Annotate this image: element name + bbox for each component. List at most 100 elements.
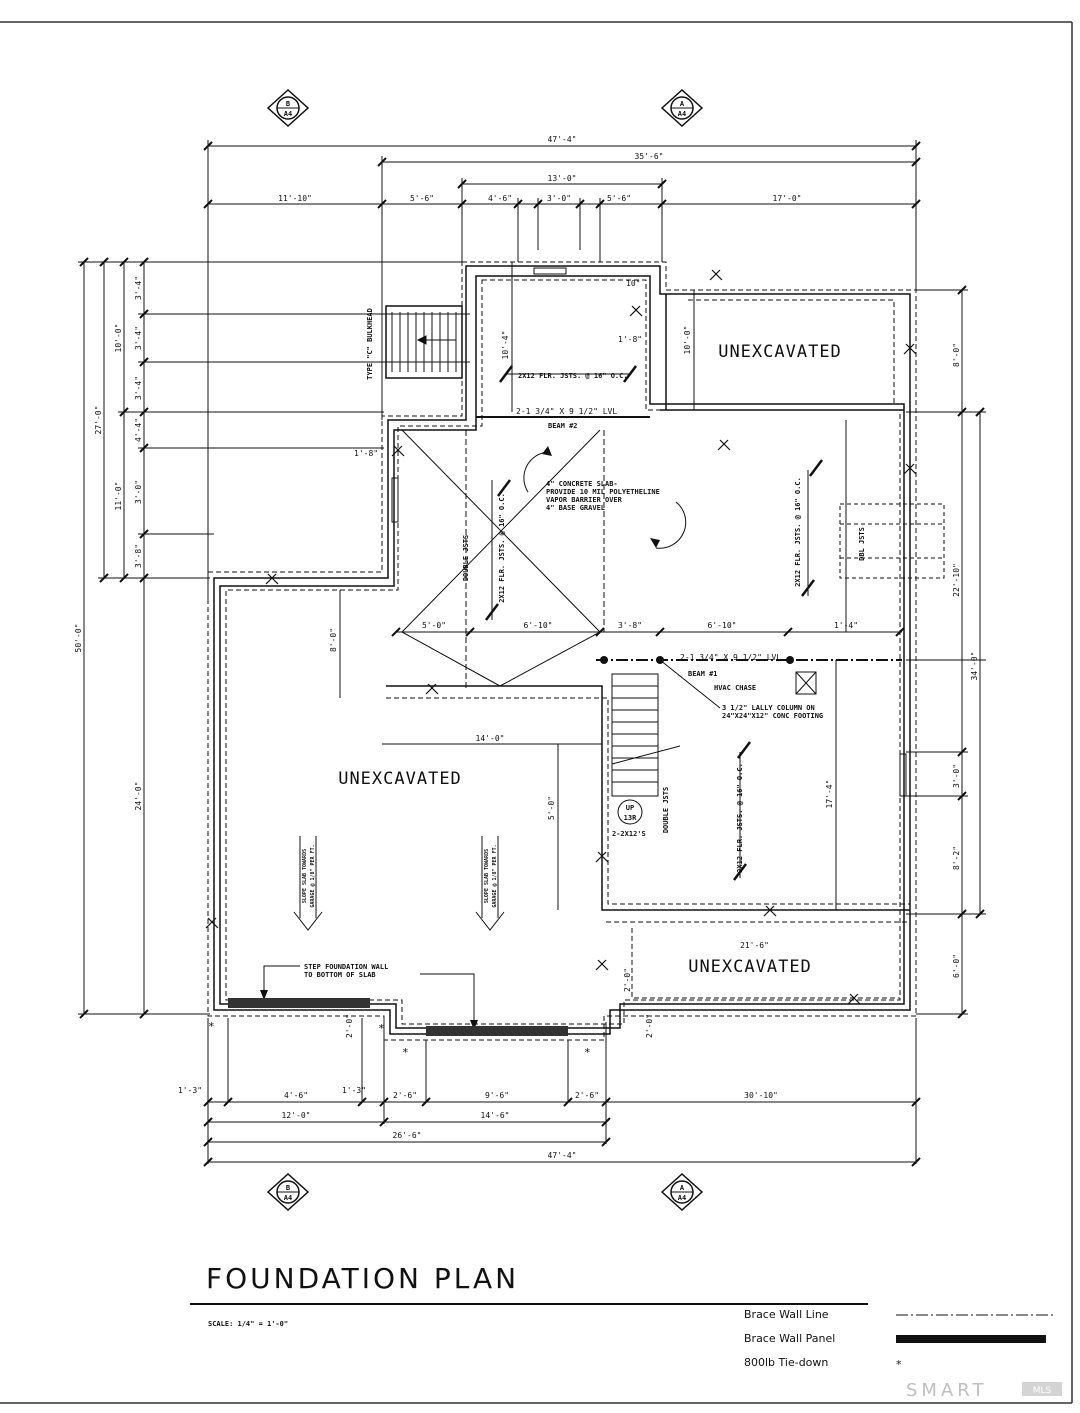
left-dimensions [78, 257, 470, 1019]
legend-brace-wall-line: Brace Wall Line [744, 1308, 829, 1321]
section-marker-bottom-a: A A4 [660, 1172, 704, 1212]
legend-tie-down: 800lb Tie-down [744, 1356, 828, 1369]
page-title: FOUNDATION PLAN [206, 1262, 519, 1295]
dim-8-0: 8'-0" [329, 628, 338, 652]
section-sheet: A4 [284, 1194, 292, 1202]
stair-count: 13R [624, 814, 637, 822]
header-label: 2-2X12'S [612, 830, 646, 838]
stair-up: UP [626, 804, 634, 812]
dim-bottom-1-3b: 1'-3" [342, 1086, 366, 1095]
svg-text:*: * [208, 1020, 215, 1033]
window-right [899, 753, 907, 797]
legend-brace-panel-sample [896, 1335, 1046, 1343]
lally-column [600, 656, 608, 664]
hvac-label: HVAC CHASE [714, 684, 756, 692]
dim-top-second: 35'-6" [635, 152, 664, 161]
section-sheet: A4 [284, 110, 292, 118]
beam2-name: BEAM #2 [548, 422, 578, 430]
section-letter: B [286, 100, 290, 108]
dim-left-27: 27'-0" [94, 406, 103, 435]
basement-stair [611, 673, 681, 825]
dim-bottom-1-3: 1'-3" [178, 1086, 202, 1095]
dim-right-3-0: 3'-0" [952, 764, 961, 788]
slope-arrows-sw [293, 836, 505, 931]
svg-text:*: * [584, 1046, 591, 1059]
dim-left-3-4a: 3'-4" [134, 276, 143, 300]
step-wall-note-2: TO BOTTOM OF SLAB [304, 971, 376, 979]
svg-text:*: * [378, 1022, 385, 1035]
dim-left-50: 50'-0" [74, 624, 83, 653]
dim-bottom-26-6: 26'-6" [393, 1131, 422, 1140]
dim-5-0: 5'-0" [547, 796, 556, 820]
legend-tie-down-symbol: * [896, 1358, 902, 1371]
dim-left-3-4b: 3'-4" [134, 326, 143, 350]
legend-brace-wall-panel: Brace Wall Panel [744, 1332, 835, 1345]
dim-10-4: 10'-4" [501, 331, 510, 360]
dim-bottom-2-6b: 2'-6" [575, 1091, 599, 1100]
area-unexcavated-sw: UNEXCAVATED [338, 769, 462, 789]
window-left [391, 477, 399, 523]
dim-top-3-0: 3'-0" [547, 194, 571, 203]
dim-bottom-overall: 47'-4" [548, 1151, 577, 1160]
foundation-walls [207, 261, 917, 1041]
dim-beam-5-0: 5'-0" [422, 621, 446, 630]
dim-right-34: 34'-0" [970, 652, 979, 681]
beam1-size: 2-1 3/4" X 9 1/2" LVL [680, 653, 781, 662]
section-marker-top-b: B A4 [266, 88, 310, 128]
double-joists-2: DOUBLE JSTS [662, 787, 670, 833]
brace-wall-panel [228, 998, 370, 1008]
bulkhead-stair [385, 305, 463, 379]
section-letter: B [286, 1184, 290, 1192]
slope-note-2b: GARAGE @ 1/8" PER FT. [492, 844, 498, 907]
dim-beam-6-10: 6'-10" [524, 621, 553, 630]
slab-x [401, 429, 605, 690]
dim-14-0: 14'-0" [476, 734, 505, 743]
section-letter: A [680, 1184, 685, 1192]
dim-right-6-0: 6'-0" [952, 954, 961, 978]
section-marker-top-a: A A4 [660, 88, 704, 128]
dim-bottom-4-6: 4'-6" [284, 1091, 308, 1100]
beam2-size: 2-1 3/4" X 9 1/2" LVL [516, 407, 617, 416]
dim-left-11: 11'-0" [114, 482, 123, 511]
lally-note-2: 24"X24"X12" CONC FOOTING [722, 712, 823, 720]
slab-note-1: 4" CONCRETE SLAB- [546, 480, 618, 488]
watermark-badge [1022, 1382, 1062, 1396]
dim-1-8b: 1'-8" [354, 449, 378, 458]
dim-top-overall: 47'-4" [548, 135, 577, 144]
dim-top-third: 13'-0" [548, 174, 577, 183]
dim-bottom-2-6a: 2'-6" [393, 1091, 417, 1100]
dim-bottom-14-6: 14'-6" [481, 1111, 510, 1120]
bulkhead-label: TYPE "C" BULKHEAD [366, 308, 374, 380]
section-letter: A [680, 100, 685, 108]
slope-note-1b: GARAGE @ 1/8" PER FT. [310, 844, 316, 907]
lally-note-1: 3 1/2" LALLY COLUMN ON [722, 704, 815, 712]
dim-top-17-0: 17'-0" [773, 194, 802, 203]
dbl-joists: DBL JSTS [858, 527, 866, 561]
dim-bottom-30-10: 30'-10" [744, 1091, 778, 1100]
slope-note-1a: SLOPE SLAB TOWARDS [302, 849, 308, 903]
top-dimensions [203, 140, 921, 600]
slope-arrow-2 [655, 501, 687, 549]
dim-10-0: 10'-0" [683, 326, 692, 355]
window-top [533, 267, 567, 275]
lally-column [786, 656, 794, 664]
dim-bottom-12-0: 12'-0" [282, 1111, 311, 1120]
section-sheet: A4 [678, 1194, 686, 1202]
joists-right-label: 2X12 FLR. JSTS. @ 16" O.C. [794, 477, 802, 587]
right-dimensions [906, 285, 986, 1019]
dim-left-4-4: 4'-4" [134, 418, 143, 442]
hvac-chase-box [795, 671, 817, 695]
dim-10-a: 10" [626, 279, 640, 288]
dim-right-22-10: 22'-10" [952, 563, 961, 597]
double-joists-1: DOUBLE JSTS [462, 535, 470, 581]
tie-down-symbols: * * * * [208, 1020, 591, 1059]
dim-17-4: 17'-4" [825, 780, 834, 809]
watermark-text: SMART [906, 1380, 987, 1401]
dim-top-5-6a: 5'-6" [410, 194, 434, 203]
dim-beam-3-8: 3'-8" [618, 621, 642, 630]
joists-lower-label: 2X12 FLR. JSTS. @ 16" O.C. [736, 763, 744, 873]
bottom-dimensions [203, 1018, 921, 1167]
tie-down-ticks [205, 269, 917, 1005]
